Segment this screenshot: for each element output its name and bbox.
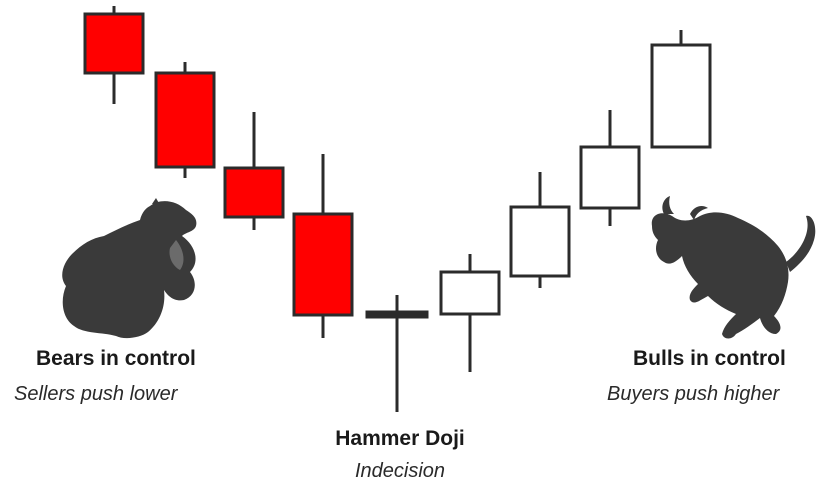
doji-title: Hammer Doji: [335, 427, 465, 450]
candle-body: [579, 145, 641, 210]
bull-icon: [651, 196, 816, 339]
candle-bullish: [650, 30, 712, 149]
candle-bullish: [439, 254, 501, 372]
candle-bullish: [579, 110, 641, 226]
candle-body: [650, 43, 712, 149]
candle-body: [365, 310, 429, 319]
doji-subtitle: Indecision: [354, 460, 446, 482]
candle-bearish: [292, 154, 354, 338]
candle-doji: [365, 295, 429, 412]
bulls-title: Bulls in control: [633, 347, 786, 370]
candle-body: [292, 212, 354, 317]
bear-icon: [62, 198, 197, 339]
candle-body: [439, 270, 501, 316]
candle-bearish: [154, 62, 216, 178]
candle-body: [83, 12, 145, 75]
candle-body: [154, 71, 216, 169]
bulls-subtitle: Buyers push higher: [607, 383, 780, 405]
bears-subtitle: Sellers push lower: [14, 383, 178, 405]
candles-group: [83, 6, 712, 412]
candle-body: [223, 166, 285, 219]
candle-bearish: [83, 6, 145, 104]
candle-bearish: [223, 112, 285, 230]
candle-bullish: [509, 172, 571, 288]
bears-title: Bears in control: [36, 347, 196, 370]
candle-body: [509, 205, 571, 278]
